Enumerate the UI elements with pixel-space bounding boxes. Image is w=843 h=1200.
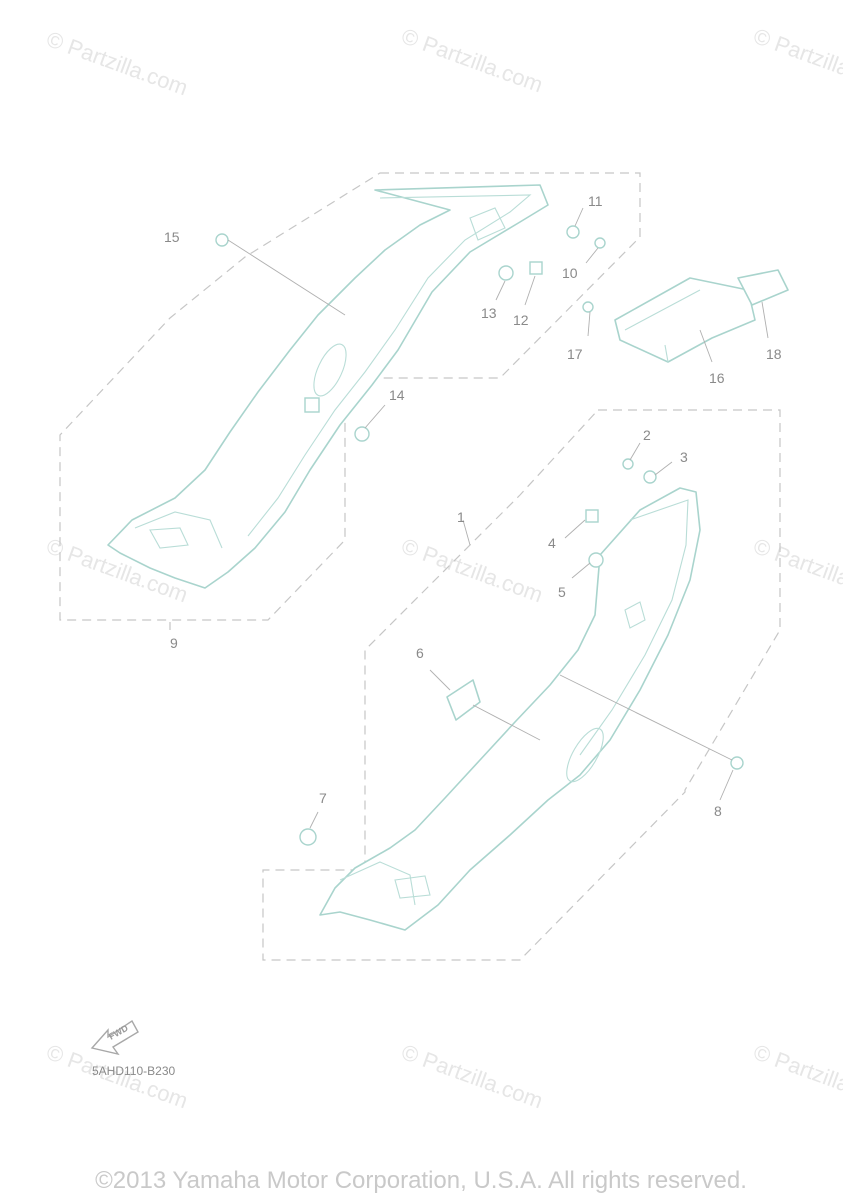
collar-13 — [498, 265, 514, 281]
fwd-arrow-icon: FWD — [90, 1019, 139, 1056]
callout-14: 14 — [389, 387, 405, 403]
callout-17: 17 — [567, 346, 583, 362]
callout-3: 3 — [680, 449, 688, 465]
callout-6: 6 — [416, 645, 424, 661]
copyright-notice: ©2013 Yamaha Motor Corporation, U.S.A. A… — [95, 1167, 747, 1194]
tail-cover — [614, 277, 756, 363]
leader-lines — [169, 207, 769, 829]
nut-12 — [529, 261, 543, 275]
watermark: © Partzilla.com — [750, 23, 843, 97]
collar-5 — [588, 552, 604, 568]
callout-5: 5 — [558, 584, 566, 600]
callout-10: 10 — [562, 265, 578, 281]
fasteners — [215, 225, 744, 846]
watermark: © Partzilla.com — [398, 533, 546, 607]
watermark: © Partzilla.com — [398, 23, 546, 97]
screw-2 — [622, 458, 634, 470]
callout-8: 8 — [714, 803, 722, 819]
watermark: © Partzilla.com — [750, 533, 843, 607]
callout-12: 12 — [513, 312, 529, 328]
side-cover-right — [319, 487, 701, 931]
callout-16: 16 — [709, 370, 725, 386]
screw-17 — [582, 301, 594, 313]
bolt-15 — [215, 233, 229, 247]
decal-6 — [446, 679, 481, 721]
washer-3 — [643, 470, 657, 484]
emblem-18 — [737, 269, 789, 306]
side-cover-left — [107, 184, 549, 589]
watermark: © Partzilla.com — [43, 26, 191, 100]
watermark: © Partzilla.com — [398, 1039, 546, 1113]
callout-4: 4 — [548, 535, 556, 551]
washer-11 — [566, 225, 580, 239]
drawing-code: 5AHD110-B230 — [92, 1064, 175, 1078]
callout-13: 13 — [481, 305, 497, 321]
callout-9: 9 — [170, 635, 178, 651]
assembly-outline-9 — [59, 172, 641, 621]
callout-2: 2 — [643, 427, 651, 443]
watermark: © Partzilla.com — [750, 1039, 843, 1113]
clip-14 — [304, 397, 320, 413]
callout-7: 7 — [319, 790, 327, 806]
callout-1: 1 — [457, 509, 465, 525]
callout-11: 11 — [588, 193, 603, 209]
callout-18: 18 — [766, 346, 782, 362]
grommet-14 — [354, 426, 370, 442]
callout-labels: 1 2 3 4 5 6 7 8 9 10 11 12 13 14 15 16 1… — [164, 193, 782, 819]
callout-15: 15 — [164, 229, 180, 245]
screw-10 — [594, 237, 606, 249]
assembly-outline-1 — [262, 409, 781, 961]
bolt-8 — [730, 756, 744, 770]
grommet-7 — [299, 828, 317, 846]
nut-4 — [585, 509, 599, 523]
